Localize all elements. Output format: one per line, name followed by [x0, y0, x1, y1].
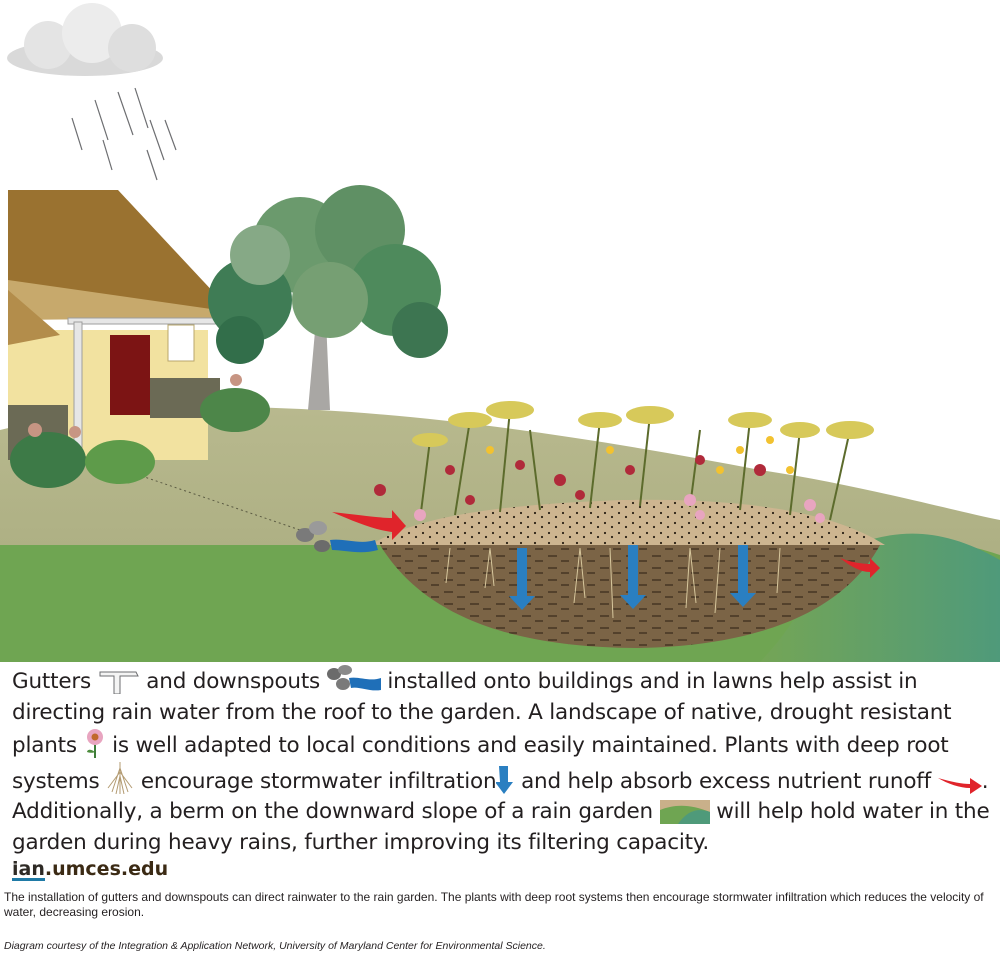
gutter-icon	[99, 671, 139, 694]
shrub-left	[10, 374, 270, 488]
tree-icon	[208, 185, 448, 410]
rain-icon	[71, 87, 177, 181]
runoff-arrow-icon	[937, 777, 982, 794]
description-paragraph: Gutters and downspouts installed onto bu…	[12, 664, 997, 858]
ian-logo[interactable]: ian.umces.edu	[12, 858, 168, 881]
description-text-2: and downspouts	[146, 669, 321, 694]
flower-icon	[86, 729, 103, 758]
house-icon	[8, 190, 232, 460]
credit-line: Diagram courtesy of the Integration & Ap…	[4, 940, 546, 952]
infiltration-arrow-icon	[496, 765, 514, 794]
root-icon	[445, 547, 781, 619]
garden-plants	[374, 401, 874, 523]
description-text-7: . Additionally, a berm on the downward s…	[12, 768, 989, 825]
figure-caption: The installation of gutters and downspou…	[4, 890, 984, 919]
description-text-4: is well adapted to local conditions and …	[12, 733, 949, 794]
berm-icon	[659, 800, 710, 824]
rain-garden-illustration	[0, 3, 1000, 662]
downspout-icon	[326, 665, 381, 691]
runoff-arrow-icon	[332, 510, 880, 578]
cloud-icon	[7, 3, 163, 76]
logo-ian: ian	[12, 858, 45, 881]
infiltration-arrow-icon	[509, 545, 756, 610]
description-text-8: will help hold water in the garden durin…	[12, 799, 990, 855]
description-text-1: Gutters	[12, 669, 92, 694]
mulch-layer	[370, 499, 885, 545]
description-text-5: encourage stormwater infiltration	[140, 768, 497, 794]
root-icon	[107, 761, 133, 794]
logo-domain: .umces.edu	[44, 858, 169, 880]
description-text-3: installed onto buildings and in lawns he…	[12, 669, 952, 758]
description-text-6: and help absorb excess nutrient runoff	[521, 768, 932, 794]
downspout-icon	[296, 521, 378, 553]
